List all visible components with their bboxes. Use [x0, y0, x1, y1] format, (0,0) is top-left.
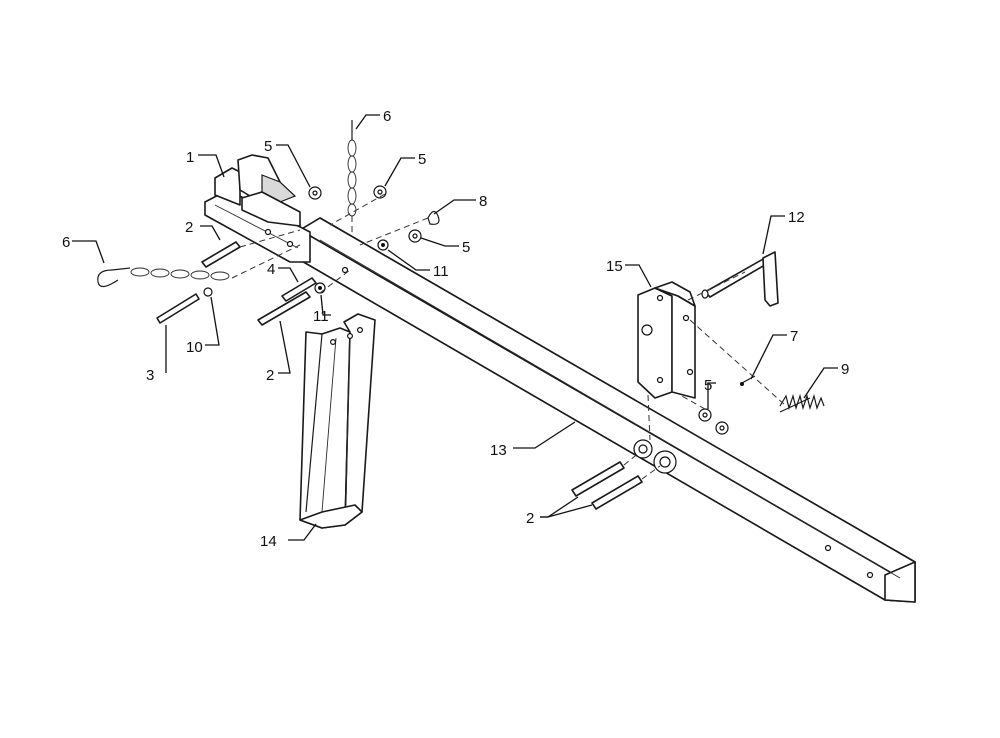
handle-pin — [701, 251, 779, 307]
small-pin — [739, 375, 756, 386]
fasteners — [308, 185, 729, 435]
bolts — [156, 241, 643, 510]
callout-11b: 11 — [313, 308, 329, 325]
callout-5a: 5 — [264, 138, 272, 155]
leader-lines — [72, 114, 838, 541]
main-frame-tube — [299, 217, 916, 603]
callout-2b: 2 — [266, 367, 274, 384]
callout-13: 13 — [490, 442, 507, 459]
spring — [779, 393, 825, 413]
callout-1: 1 — [186, 149, 194, 166]
callout-14: 14 — [260, 533, 277, 550]
jack-stand — [299, 313, 376, 529]
callout-5b: 5 — [418, 151, 426, 168]
callout-5d: 5 — [704, 377, 712, 394]
callout-8: 8 — [479, 193, 487, 210]
callout-7: 7 — [790, 328, 798, 345]
assembly-lines — [231, 193, 786, 480]
callout-2a: 2 — [185, 219, 193, 236]
callout-11a: 11 — [433, 263, 449, 280]
callout-2c: 2 — [526, 510, 534, 527]
safety-chain-vertical — [347, 120, 357, 217]
callout-labels: 1 2 2 2 3 4 5 5 5 5 6 6 7 8 9 10 11 11 1… — [62, 108, 849, 550]
safety-chain-horizontal — [97, 267, 230, 297]
cotter-pin — [427, 210, 440, 225]
callout-3: 3 — [146, 367, 154, 384]
callout-9: 9 — [841, 361, 849, 378]
callout-15: 15 — [606, 258, 623, 275]
callout-4: 4 — [267, 261, 275, 278]
mount-bracket — [637, 281, 696, 399]
callout-6b: 6 — [383, 108, 391, 125]
callout-10: 10 — [186, 339, 203, 356]
callout-12: 12 — [788, 209, 805, 226]
callout-5c: 5 — [462, 239, 470, 256]
callout-6a: 6 — [62, 234, 70, 251]
hitch-coupler — [204, 154, 311, 263]
